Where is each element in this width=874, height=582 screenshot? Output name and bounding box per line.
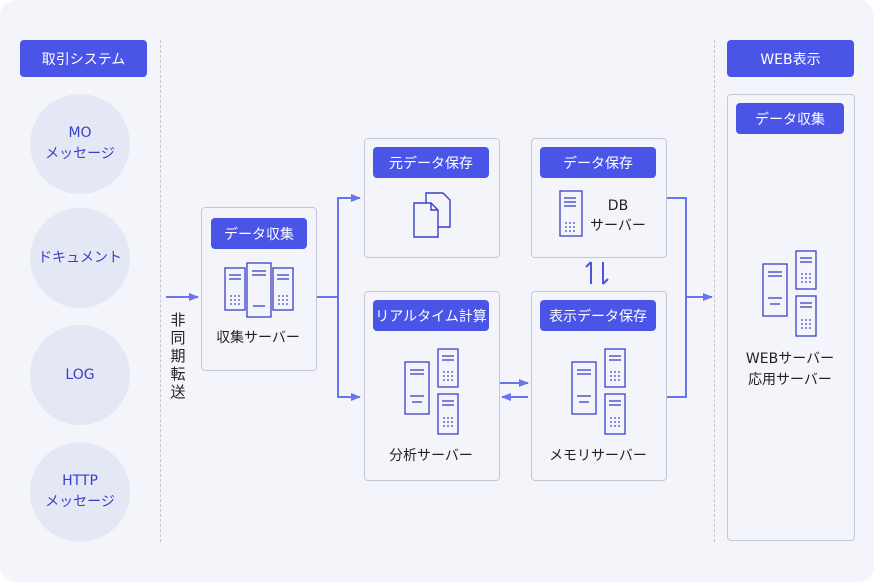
divider-left [160, 40, 161, 542]
display-store-tag: 表示データ保存 [540, 300, 656, 331]
transfer-label: 非同期転送 [170, 311, 186, 401]
server-icon [559, 190, 583, 237]
source-http-message: HTTP メッセージ [30, 442, 130, 542]
realtime-tag: リアルタイム計算 [373, 300, 489, 331]
server-pair-icon [762, 250, 817, 337]
analysis-server-label: 分析サーバー [389, 448, 473, 464]
db-server-label: DB サーバー [590, 198, 646, 234]
memory-server-label: メモリサーバー [549, 448, 647, 464]
source-system-tag: 取引システム [20, 40, 147, 77]
exchange-arrows-icon [585, 261, 609, 285]
source-mo-message: MO メッセージ [30, 94, 130, 194]
web-box [727, 94, 855, 541]
collect-tag: データ収集 [211, 218, 307, 249]
original-store-tag: 元データ保存 [373, 147, 489, 178]
server-pair-icon [571, 348, 626, 435]
web-server-label: WEBサーバー 応用サーバー [745, 351, 835, 388]
divider-right [714, 40, 715, 542]
web-display-tag: WEB表示 [727, 40, 854, 77]
documents-icon [413, 192, 451, 238]
data-store-tag: データ保存 [540, 147, 656, 178]
collect-server-label: 収集サーバー [216, 330, 300, 346]
web-collect-tag: データ収集 [736, 103, 844, 134]
server-cluster-icon [224, 262, 294, 318]
server-pair-icon [404, 348, 459, 435]
source-log: LOG [30, 325, 130, 425]
source-document: ドキュメント [30, 208, 130, 308]
